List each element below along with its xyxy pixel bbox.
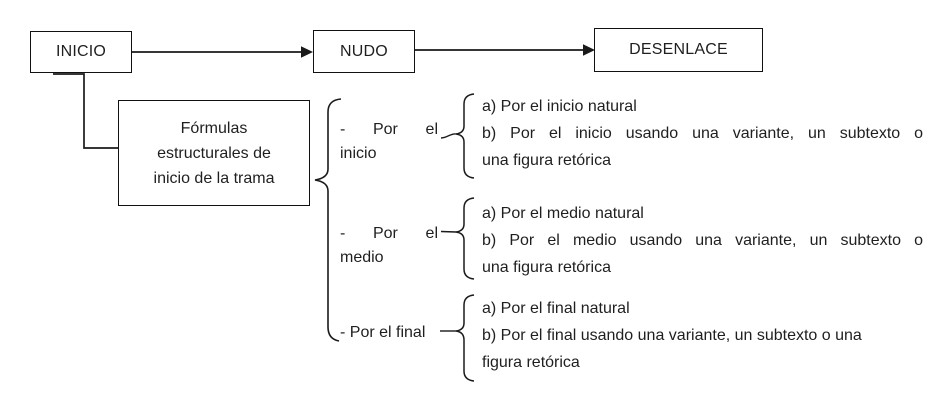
group-label-line: - Por el	[340, 225, 438, 242]
brace-group-final	[455, 294, 475, 382]
option-a: a) Por el inicio natural	[482, 98, 637, 115]
option-a: a) Por el final natural	[482, 300, 630, 317]
group-label-final: - Por el final	[340, 321, 452, 345]
option-b: b) Por el medio usando una variante, un …	[482, 232, 923, 249]
node-nudo: NUDO	[313, 30, 415, 73]
options-final: a) Por el final natural b) Por el final …	[482, 295, 923, 376]
formulas-box-line: inicio de la trama	[153, 169, 275, 187]
option-b-continued: una figura retórica	[482, 259, 611, 276]
option-b-continued: una figura retórica	[482, 152, 611, 169]
arrow-inicio-to-nudo	[132, 46, 313, 58]
tick-group-inicio	[440, 133, 457, 139]
group-label-line: medio	[340, 249, 384, 266]
group-label-line: - Por el	[340, 121, 438, 138]
group-label-line: inicio	[340, 145, 377, 162]
option-b-continued: figura retórica	[482, 354, 580, 371]
node-nudo-label: NUDO	[340, 42, 388, 60]
formulas-box-line: estructurales de	[157, 144, 271, 162]
brace-group-medio	[455, 197, 475, 280]
option-a: a) Por el medio natural	[482, 205, 644, 222]
formulas-box: Fórmulas estructurales de inicio de la t…	[118, 100, 310, 206]
elbow-connector-inicio-to-formulas	[53, 73, 118, 149]
option-b: b) Por el inicio usando una variante, un…	[482, 125, 923, 142]
node-inicio-label: INICIO	[55, 43, 107, 60]
options-inicio: a) Por el inicio natural b) Por el inici…	[482, 93, 923, 174]
node-desenlace: DESENLACE	[594, 28, 763, 72]
arrow-nudo-to-desenlace	[415, 44, 595, 56]
group-label-medio: - Por el medio	[340, 222, 438, 270]
formulas-box-line: Fórmulas	[180, 119, 248, 137]
node-desenlace-label: DESENLACE	[629, 41, 728, 58]
group-label-inicio: - Por el inicio	[340, 118, 438, 166]
options-medio: a) Por el medio natural b) Por el medio …	[482, 200, 923, 281]
main-brace	[314, 98, 342, 342]
tick-group-medio	[440, 230, 457, 233]
group-label-line: - Por el final	[340, 324, 426, 341]
brace-group-inicio	[455, 93, 475, 179]
option-b: b) Por el final usando una variante, un …	[482, 327, 862, 344]
node-inicio: INICIO	[30, 31, 132, 73]
